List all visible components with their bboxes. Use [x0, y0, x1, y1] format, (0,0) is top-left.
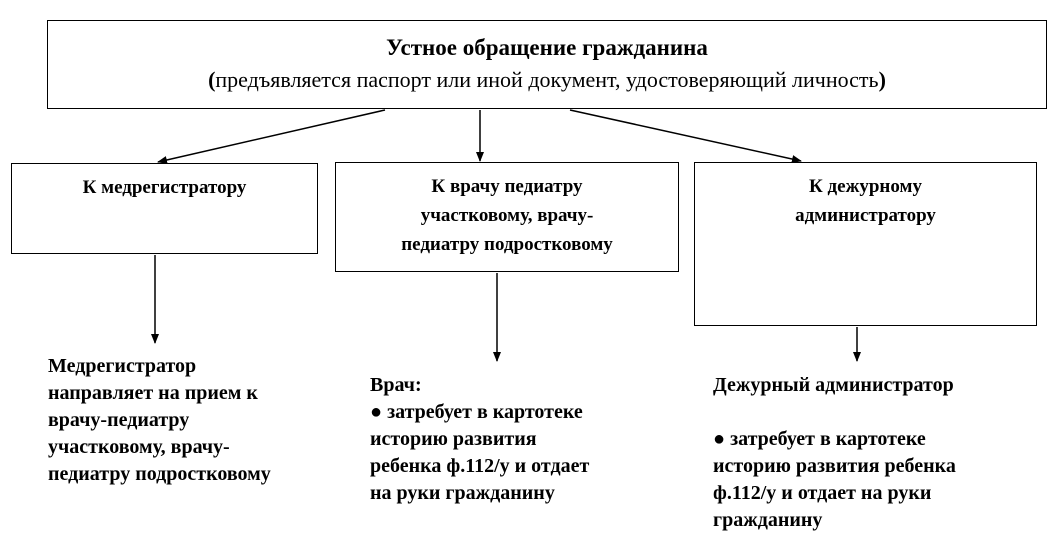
- result-duty-administrator-line-1: ● затребует в картотеке: [713, 428, 926, 450]
- result-doctor-line-1: ● затребует в картотеке: [370, 401, 583, 423]
- result-medregistrar-line-1: Медрегистратор: [48, 355, 197, 377]
- box-pediatrician-line-3: педиатру подростковому: [401, 234, 613, 255]
- result-doctor-heading: Врач:: [370, 374, 422, 396]
- top-box-title: Устное обращение гражданина: [386, 35, 708, 60]
- box-medregistrar: К медрегистратору: [11, 163, 318, 254]
- arrow-top-to-left: [157, 109, 386, 164]
- result-doctor: Врач: ● затребует в картотеке историю ра…: [370, 372, 660, 507]
- result-duty-administrator-line-2: историю развития ребенка: [713, 455, 956, 477]
- result-duty-administrator-line-3: ф.112/у и отдает на руки: [713, 482, 932, 504]
- box-pediatrician-line-1: К врачу педиатру: [431, 176, 583, 197]
- result-duty-administrator-heading: Дежурный администратор: [713, 374, 954, 396]
- box-duty-administrator: К дежурному администратору: [694, 162, 1037, 326]
- box-medregistrar-label: К медрегистратору: [82, 177, 247, 198]
- box-duty-administrator-line-2: администратору: [795, 205, 936, 226]
- box-pediatrician: К врачу педиатру участковому, врачу- пед…: [335, 162, 679, 272]
- top-box-citizen-appeal: Устное обращение гражданина (предъявляет…: [47, 20, 1047, 109]
- result-duty-administrator: Дежурный администратор ● затребует в кар…: [713, 372, 1023, 534]
- result-doctor-line-3: ребенка ф.112/у и отдает: [370, 455, 590, 477]
- subtitle-text: предъявляется паспорт или иной документ,…: [215, 67, 879, 92]
- result-doctor-line-4: на руки гражданину: [370, 482, 555, 504]
- result-medregistrar: Медрегистратор направляет на прием к вра…: [48, 353, 320, 488]
- arrow-top-to-right: [569, 109, 802, 163]
- result-medregistrar-line-5: педиатру подростковому: [48, 463, 271, 485]
- top-box-subtitle: (предъявляется паспорт или иной документ…: [48, 64, 1046, 96]
- result-medregistrar-line-3: врачу-педиатру: [48, 409, 190, 431]
- box-pediatrician-line-2: участковому, врачу-: [420, 205, 594, 226]
- open-paren: (: [208, 67, 216, 92]
- result-doctor-line-2: историю развития: [370, 428, 537, 450]
- result-medregistrar-line-2: направляет на прием к: [48, 382, 258, 404]
- result-medregistrar-line-4: участковому, врачу-: [48, 436, 230, 458]
- box-duty-administrator-line-1: К дежурному: [809, 176, 922, 197]
- close-paren: ): [878, 67, 886, 92]
- result-duty-administrator-line-4: гражданину: [713, 509, 823, 531]
